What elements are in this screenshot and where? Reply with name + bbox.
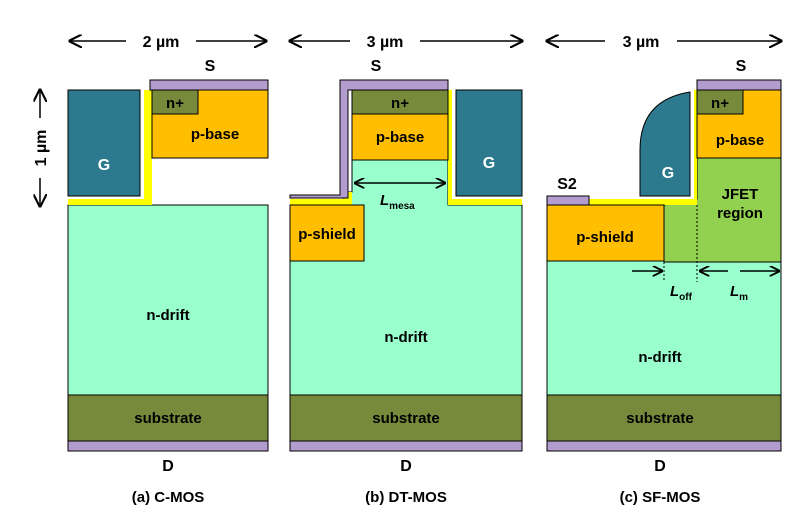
source-metal — [696, 79, 782, 91]
substrate-label: substrate — [134, 410, 202, 427]
gate-electrode — [639, 91, 691, 197]
gate-electrode — [455, 89, 523, 197]
width-label: 3 µm — [623, 34, 660, 51]
panel-caption: (a) C-MOS — [132, 489, 205, 506]
substrate-label: substrate — [626, 410, 694, 427]
jfet-label-line2: region — [717, 205, 763, 222]
gate-label: G — [483, 155, 495, 172]
p-shield-region — [289, 204, 365, 262]
drain-metal — [67, 440, 269, 452]
width-label: 3 µm — [367, 34, 404, 51]
panel-dt-mos: 3 µm Lmesa S n+ p-base G p-shield n-drif… — [290, 34, 522, 506]
p-base-region — [351, 113, 449, 161]
source-label: S — [371, 58, 382, 75]
substrate-label: substrate — [372, 410, 440, 427]
n-drift-label: n-drift — [384, 329, 427, 346]
n-plus-region — [151, 89, 199, 115]
drain-label: D — [654, 458, 666, 475]
source2-metal — [546, 195, 590, 206]
p-shield-label: p-shield — [576, 229, 634, 246]
panel-caption: (b) DT-MOS — [365, 489, 447, 506]
gate-electrode — [67, 89, 141, 197]
p-shield-label: p-shield — [298, 226, 356, 243]
jfet-label-line1: JFET — [722, 186, 759, 203]
drain-metal — [289, 440, 523, 452]
source2-label: S2 — [557, 176, 577, 193]
substrate-region — [67, 394, 269, 442]
n-plus-label: n+ — [166, 95, 184, 112]
p-shield-region — [546, 204, 665, 262]
gate-label: G — [98, 157, 110, 174]
source-metal — [149, 79, 269, 91]
n-drift-region — [67, 204, 269, 396]
n-drift-label: n-drift — [638, 349, 681, 366]
p-base-label: p-base — [376, 129, 424, 146]
drain-label: D — [400, 458, 412, 475]
substrate-region — [546, 394, 782, 442]
offset-dimension-label: Loff — [670, 283, 693, 303]
panel-c-mos: 2 µm 1 µm S n+ p-base G n-drift substrat… — [33, 34, 269, 506]
width-label: 2 µm — [143, 34, 180, 51]
substrate-region — [289, 394, 523, 442]
n-plus-region — [696, 89, 744, 115]
p-base-label: p-base — [716, 132, 764, 149]
height-label: 1 µm — [33, 130, 50, 167]
n-plus-region — [351, 89, 449, 115]
source-label: S — [736, 58, 747, 75]
n-plus-label: n+ — [391, 95, 409, 112]
drain-label: D — [162, 458, 174, 475]
panel-sf-mos: 3 µm Loff Lm S S2 n+ p-base — [547, 34, 781, 506]
panel-caption: (c) SF-MOS — [620, 489, 701, 506]
mesa-dimension-label: Lmesa — [380, 192, 415, 212]
gate-oxide — [290, 192, 352, 205]
drain-metal — [546, 440, 782, 452]
mesa-length-label: Lm — [730, 283, 748, 303]
n-plus-label: n+ — [711, 95, 729, 112]
p-base-label: p-base — [191, 126, 239, 143]
gate-label: G — [662, 165, 674, 182]
source-label: S — [205, 58, 216, 75]
n-drift-label: n-drift — [146, 307, 189, 324]
